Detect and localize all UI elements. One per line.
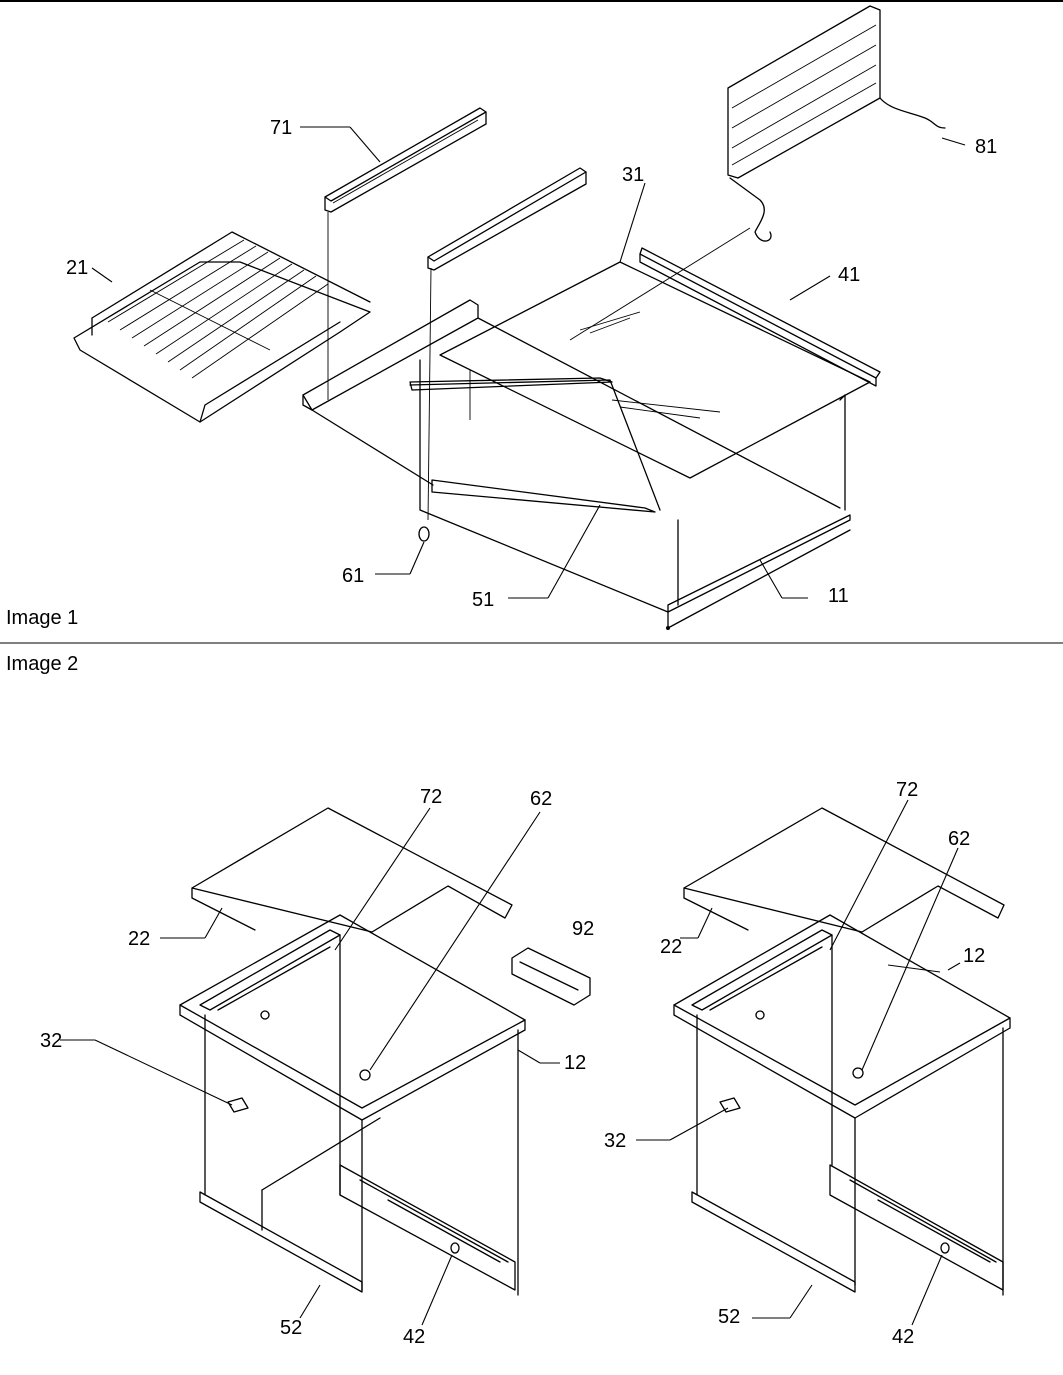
callout-52-right: 52: [718, 1306, 740, 1328]
callout-41: 41: [838, 264, 860, 286]
part-21-wire-shelf: [73, 231, 371, 423]
callout-72-right: 72: [896, 779, 918, 801]
callout-32-right: 32: [604, 1130, 626, 1152]
part-32-stop-right: [719, 1097, 741, 1113]
part-52-rail-right: [691, 1191, 856, 1293]
part-71-rail: [324, 107, 487, 213]
callout-51: 51: [472, 589, 494, 611]
part-11-frame: [302, 299, 851, 630]
part-52-rail-left: [199, 1191, 363, 1293]
part-41-rear-rail: [639, 247, 881, 387]
callout-21: 21: [66, 257, 88, 279]
callout-62-right: 62: [948, 828, 970, 850]
part-12-drawer-left: [179, 914, 526, 1296]
part-51-front-bar: [409, 377, 661, 513]
callout-42-right: 42: [892, 1326, 914, 1348]
part-31-glass-shelf: [439, 261, 871, 511]
part-12-drawer-right: [673, 914, 1011, 1296]
image-2-right-drawing: 72 62 22 12 32 52 42: [604, 779, 1011, 1348]
callout-71: 71: [270, 117, 292, 139]
part-22-glass-cover-right: [683, 807, 1005, 933]
callout-12-left: 12: [564, 1052, 586, 1074]
part-92-handle: [511, 947, 591, 1006]
panel-label-image-2: Image 2: [6, 653, 78, 675]
callout-22-right: 22: [660, 936, 682, 958]
part-42-slide-right: [829, 1164, 1004, 1291]
callout-31: 31: [622, 164, 644, 186]
callout-11: 11: [828, 585, 849, 607]
image-1-drawing: 71 21 31 81 41 61 51 11: [66, 5, 997, 630]
callout-72-left: 72: [420, 786, 442, 808]
callout-22-left: 22: [128, 928, 150, 950]
callout-61: 61: [342, 565, 364, 587]
part-42-slide-left: [339, 1164, 516, 1291]
callout-52-left: 52: [280, 1317, 302, 1339]
callout-92: 92: [572, 918, 594, 940]
callout-62-left: 62: [530, 788, 552, 810]
image-2-left-drawing: 72 62 92 22 32 12 52 42: [40, 786, 594, 1348]
part-32-stop-left: [227, 1097, 249, 1113]
callout-81: 81: [975, 136, 997, 158]
panel-label-image-1: Image 1: [6, 607, 78, 629]
part-81-wire-divider: [569, 5, 946, 341]
part-rail-upper: [427, 167, 587, 271]
callout-32-left: 32: [40, 1030, 62, 1052]
callout-12-right: 12: [963, 945, 985, 967]
part-22-glass-cover-left: [191, 807, 513, 933]
callout-42-left: 42: [403, 1326, 425, 1348]
part-61-screw: [418, 526, 430, 542]
